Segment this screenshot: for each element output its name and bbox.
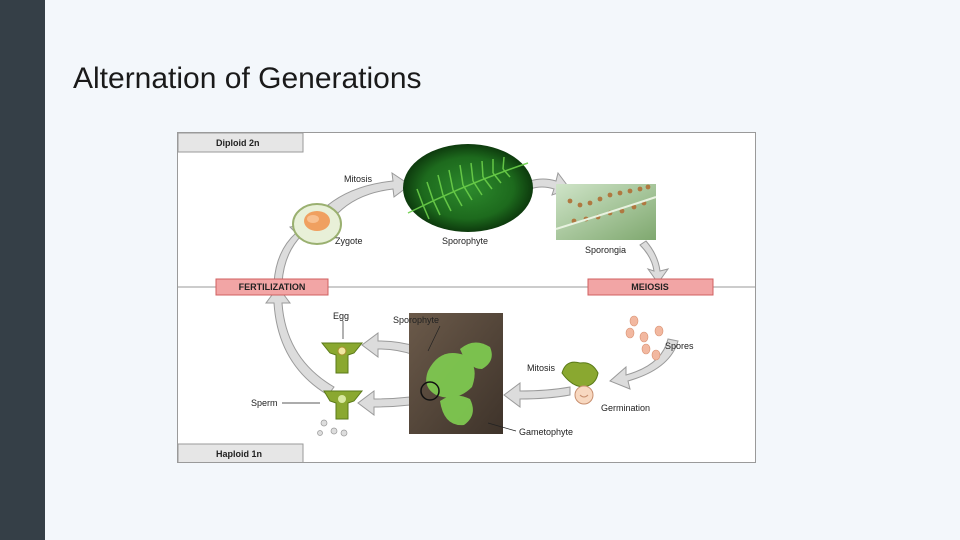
diagram-canvas: Diploid 2n Haploid 1n xyxy=(178,133,755,462)
diploid-band: Diploid 2n xyxy=(178,133,304,153)
zygote-illustration xyxy=(292,203,342,245)
label-germination: Germination xyxy=(601,403,650,413)
diploid-band-label: Diploid 2n xyxy=(216,138,260,148)
gametophyte-photo xyxy=(409,313,503,434)
arrow-gametophyte-to-sperm xyxy=(357,390,411,416)
arrow-spores-to-germination xyxy=(609,338,679,390)
label-sporangia: Sporongia xyxy=(585,245,626,255)
sporophyte-photo xyxy=(403,144,533,232)
egg-archegonium xyxy=(320,342,364,374)
arrow-gametes-to-fertilization xyxy=(265,286,335,396)
haploid-band-label: Haploid 1n xyxy=(216,449,262,459)
label-sperm: Sperm xyxy=(251,398,278,408)
label-gametophyte: Gametophyte xyxy=(519,427,573,437)
arrow-sporangia-to-meiosis xyxy=(639,240,670,284)
fertilization-box: FERTILIZATION xyxy=(215,278,329,296)
arrow-gametophyte-to-egg xyxy=(361,332,419,358)
germination-illustration xyxy=(561,361,599,405)
haploid-band: Haploid 1n xyxy=(178,443,304,462)
cycle-arrows xyxy=(265,171,679,416)
spores-illustration xyxy=(625,315,664,361)
label-egg: Egg xyxy=(333,311,349,321)
fertilization-label: FERTILIZATION xyxy=(239,282,306,292)
label-mitosis-bottom: Mitosis xyxy=(527,363,556,373)
slide-title: Alternation of Generations xyxy=(73,62,422,95)
arrow-germination-to-gametophyte xyxy=(503,382,571,408)
label-sporophyte-bottom: Sporophyte xyxy=(393,315,439,325)
alternation-of-generations-diagram: Diploid 2n Haploid 1n xyxy=(177,132,756,463)
sperm-antheridium xyxy=(317,390,364,437)
label-spores: Spores xyxy=(665,341,694,351)
meiosis-label: MEIOSIS xyxy=(631,282,669,292)
sporangia-photo xyxy=(555,184,657,240)
label-sporophyte-top: Sporophyte xyxy=(442,236,488,246)
meiosis-box: MEIOSIS xyxy=(587,278,714,296)
label-zygote: Zygote xyxy=(335,236,363,246)
label-mitosis-top: Mitosis xyxy=(344,174,373,184)
sidebar-strip xyxy=(0,0,45,540)
